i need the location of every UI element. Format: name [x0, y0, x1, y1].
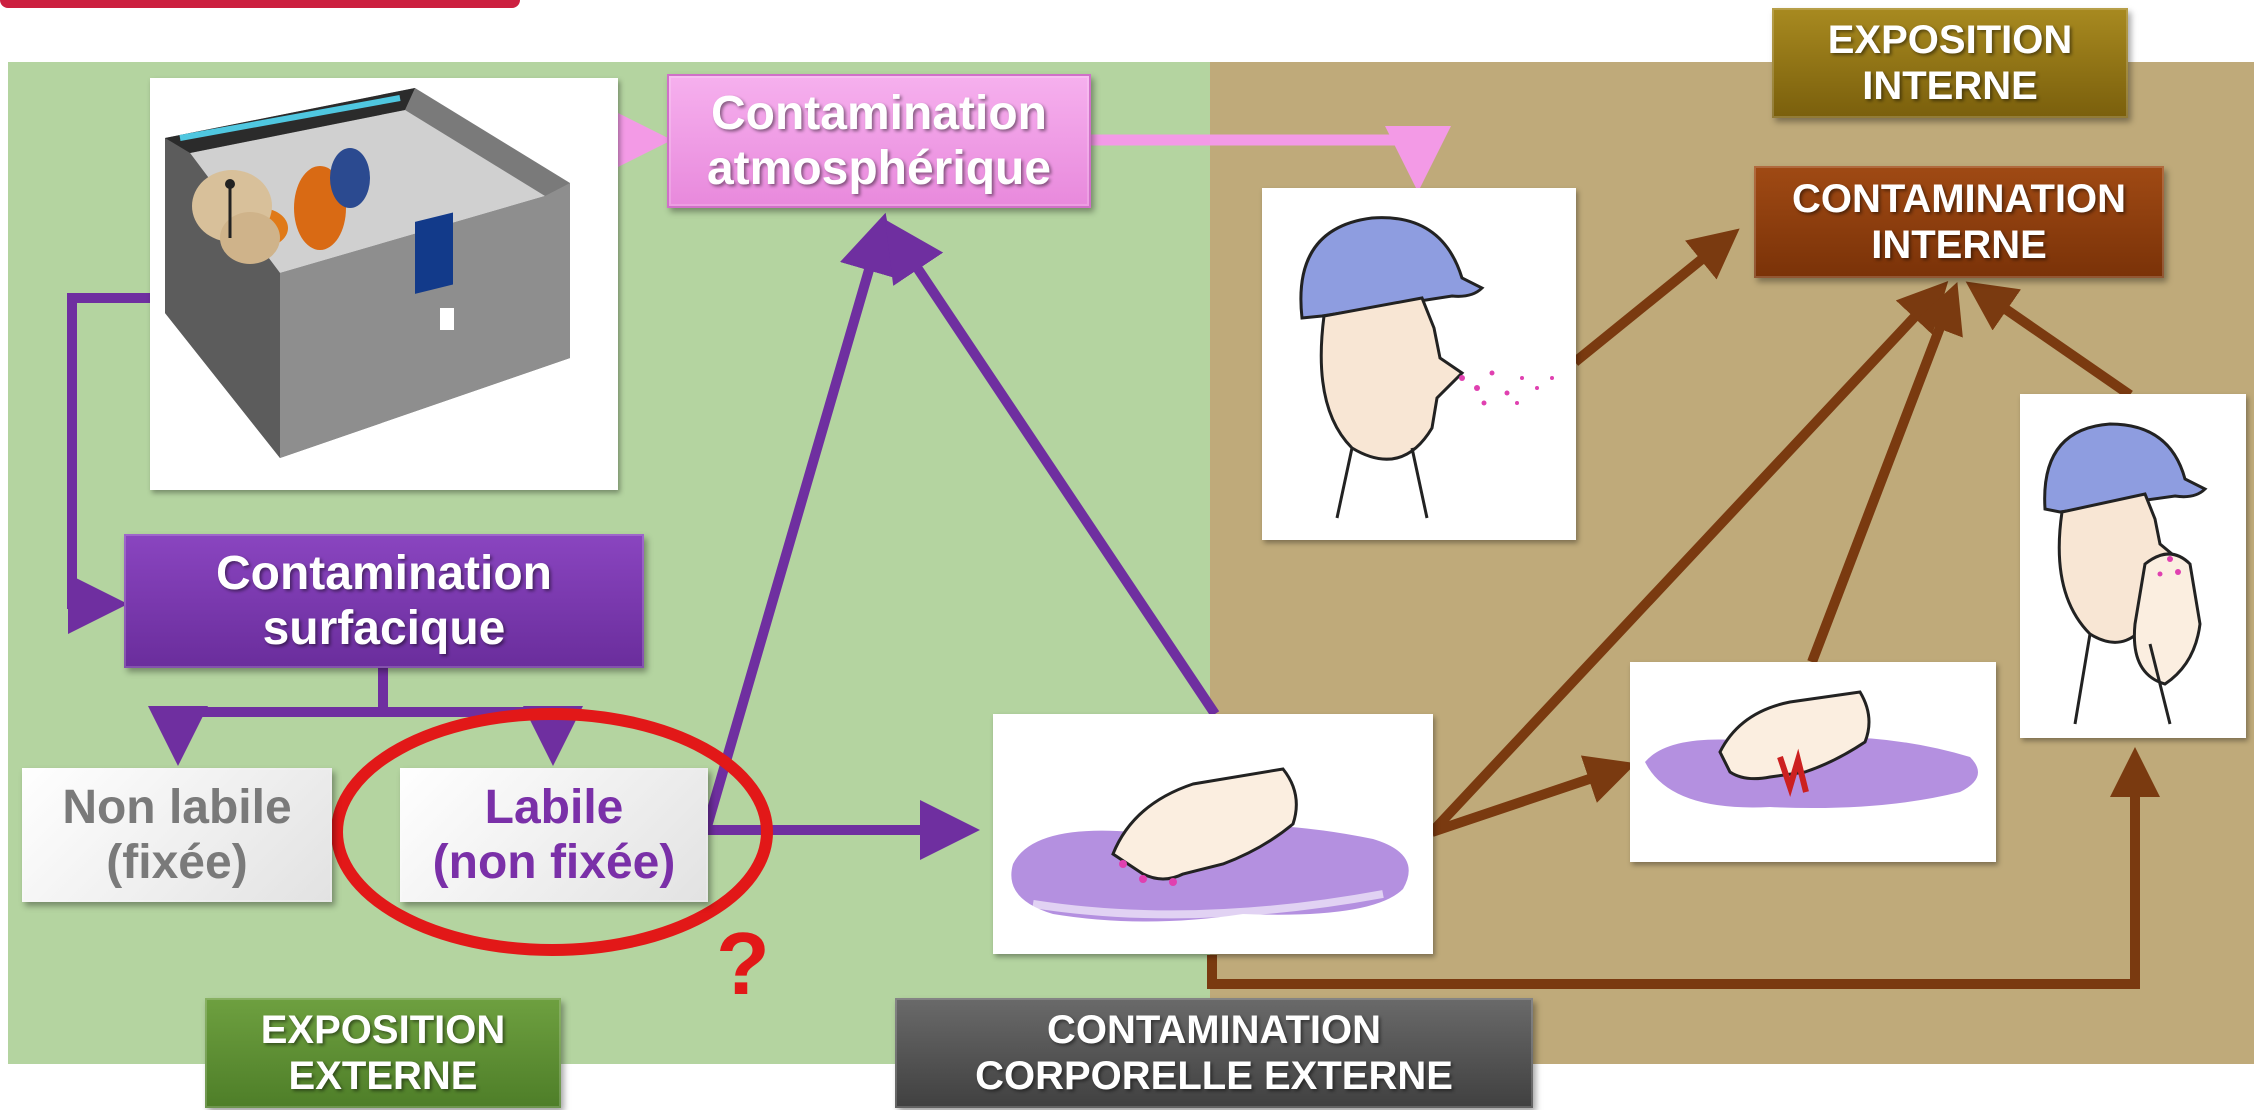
worker-ingestion-icon	[2043, 422, 2208, 725]
arrow-labile-to-atmospheric	[701, 212, 898, 832]
surface-contamination-label: Contamination surfacique	[216, 546, 552, 655]
arrow-hand-to-internal	[1428, 281, 1949, 836]
external-exposure-box: EXPOSITION EXTERNE	[205, 998, 561, 1108]
arrow-hand-to-atmospheric	[884, 219, 1220, 717]
labile-label: Labile (non fixée)	[432, 780, 676, 889]
external-exposure-label: EXPOSITION EXTERNE	[260, 1008, 506, 1098]
hand-wound-icon	[1645, 690, 1978, 808]
labile-highlight-circle	[331, 708, 773, 956]
surface-contamination-box: Contamination surfacique	[124, 534, 644, 668]
question-mark: ?	[716, 914, 770, 1013]
title-sliver	[0, 0, 520, 8]
arrow-atmospheric-to-inhalation	[1090, 126, 1451, 192]
external-body-contamination-box: CONTAMINATION CORPORELLE EXTERNE	[895, 998, 1533, 1108]
internal-exposure-label: EXPOSITION INTERNE	[1827, 18, 2073, 108]
hand-surface-illustration	[993, 714, 1433, 954]
non-labile-box: Non labile (fixée)	[22, 768, 332, 902]
atmospheric-contamination-box: Contamination atmosphérique	[667, 74, 1091, 208]
internal-contamination-box: CONTAMINATION INTERNE	[1754, 166, 2164, 278]
hand-on-contaminated-surface-icon	[1011, 767, 1409, 922]
room-illustration	[150, 78, 618, 490]
arrow-ingestion-to-internal	[1965, 281, 2133, 400]
external-body-contamination-label: CONTAMINATION CORPORELLE EXTERNE	[975, 1008, 1453, 1098]
arrow-hand-to-wound	[1430, 755, 1637, 837]
atmospheric-contamination-label: Contamination atmosphérique	[706, 86, 1052, 195]
arrow-inhalation-to-internal	[1571, 228, 1740, 366]
labile-box: Labile (non fixée)	[400, 768, 708, 902]
internal-exposure-box: EXPOSITION INTERNE	[1772, 8, 2128, 118]
worker-inhalation-icon	[1299, 216, 1554, 519]
wound-illustration	[1630, 662, 1996, 862]
internal-contamination-label: CONTAMINATION INTERNE	[1791, 177, 2127, 267]
arrow-surfacique-split	[148, 668, 388, 766]
room-with-contamination-icon	[165, 88, 570, 458]
non-labile-label: Non labile (fixée)	[62, 780, 292, 889]
inhalation-illustration	[1262, 188, 1576, 540]
arrow-hand-to-ingestion	[1207, 747, 2160, 989]
ingestion-illustration	[2020, 394, 2246, 738]
arrow-wound-to-internal	[1807, 281, 1963, 664]
